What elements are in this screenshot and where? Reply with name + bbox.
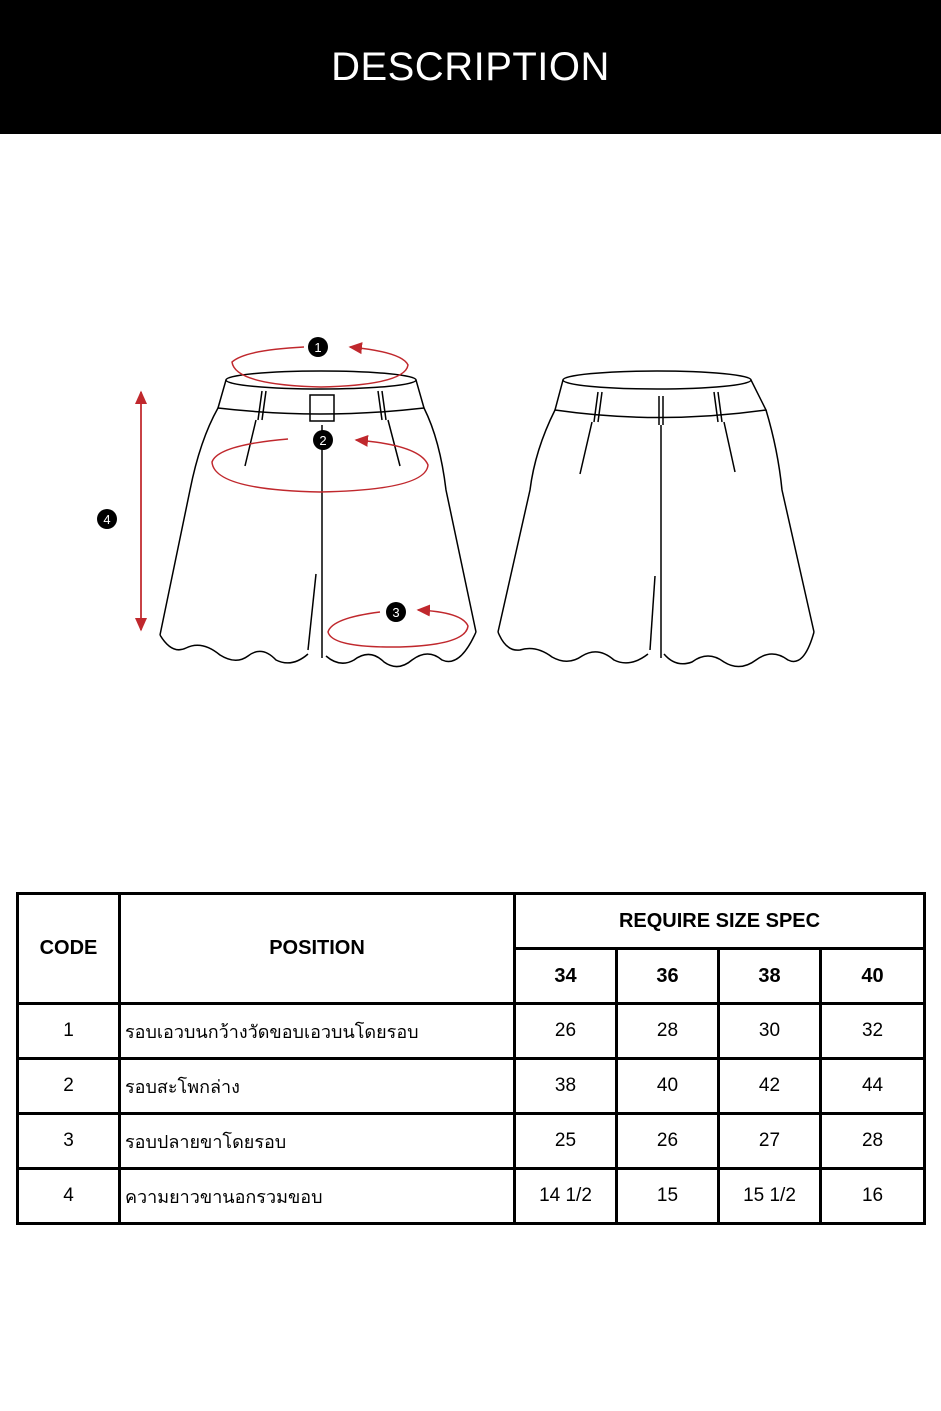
row-value: 44 bbox=[818, 1057, 927, 1115]
page-title: DESCRIPTION bbox=[331, 44, 610, 89]
row-value: 16 bbox=[818, 1167, 927, 1225]
row-value: 28 bbox=[818, 1112, 927, 1170]
row-value: 38 bbox=[513, 1057, 618, 1115]
size-spec-table: CODE POSITION REQUIRE SIZE SPEC 34 36 38… bbox=[16, 892, 927, 1225]
row-code: 2 bbox=[16, 1057, 121, 1115]
size-header: 40 bbox=[818, 947, 927, 1005]
row-code: 1 bbox=[16, 1002, 121, 1060]
size-header: 38 bbox=[717, 947, 822, 1005]
svg-text:1: 1 bbox=[314, 340, 321, 355]
size-header: 36 bbox=[615, 947, 720, 1005]
front-shorts-drawing bbox=[159, 370, 477, 668]
table-row: 1 รอบเอวบนกว้างวัดขอบเอวบนโดยรอบ 26 28 3… bbox=[16, 1002, 927, 1060]
row-position: ความยาวขานอกรวมขอบ bbox=[118, 1167, 516, 1225]
header-bar: DESCRIPTION bbox=[0, 0, 941, 134]
row-value: 32 bbox=[818, 1002, 927, 1060]
marker-3: 3 bbox=[386, 602, 406, 622]
row-value: 30 bbox=[717, 1002, 822, 1060]
row-value: 40 bbox=[615, 1057, 720, 1115]
back-shorts-drawing bbox=[497, 370, 815, 668]
row-value: 27 bbox=[717, 1112, 822, 1170]
marker-2: 2 bbox=[313, 430, 333, 450]
shorts-diagram: 1 2 3 4 bbox=[97, 337, 815, 668]
row-code: 4 bbox=[16, 1167, 121, 1225]
svg-text:4: 4 bbox=[103, 512, 110, 527]
row-position: รอบเอวบนกว้างวัดขอบเอวบนโดยรอบ bbox=[118, 1002, 516, 1060]
table-row: 3 รอบปลายขาโดยรอบ 25 26 27 28 bbox=[16, 1112, 927, 1170]
row-value: 42 bbox=[717, 1057, 822, 1115]
row-position: รอบปลายขาโดยรอบ bbox=[118, 1112, 516, 1170]
table-row: 2 รอบสะโพกล่าง 38 40 42 44 bbox=[16, 1057, 927, 1115]
marker-1: 1 bbox=[308, 337, 328, 357]
measurement-guides bbox=[135, 342, 469, 648]
col-header-position: POSITION bbox=[118, 892, 516, 1005]
row-position: รอบสะโพกล่าง bbox=[118, 1057, 516, 1115]
svg-text:2: 2 bbox=[319, 433, 326, 448]
row-value: 15 bbox=[615, 1167, 720, 1225]
row-value: 14 1/2 bbox=[513, 1167, 618, 1225]
row-value: 28 bbox=[615, 1002, 720, 1060]
row-value: 25 bbox=[513, 1112, 618, 1170]
col-header-size-spec: REQUIRE SIZE SPEC bbox=[512, 892, 927, 950]
svg-text:3: 3 bbox=[392, 605, 399, 620]
size-header: 34 bbox=[513, 947, 618, 1005]
marker-4: 4 bbox=[97, 509, 117, 529]
row-value: 26 bbox=[615, 1112, 720, 1170]
row-code: 3 bbox=[16, 1112, 121, 1170]
row-value: 26 bbox=[513, 1002, 618, 1060]
table-row: 4 ความยาวขานอกรวมขอบ 14 1/2 15 15 1/2 16 bbox=[16, 1167, 927, 1225]
col-header-code: CODE bbox=[16, 892, 121, 1005]
row-value: 15 1/2 bbox=[717, 1167, 822, 1225]
